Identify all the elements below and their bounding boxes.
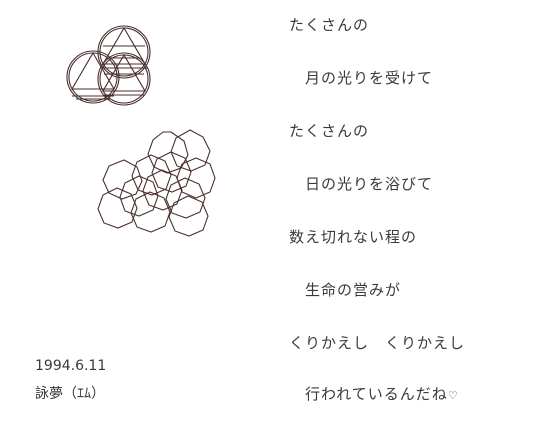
poem-line-8: 行われているんだね♡ — [305, 383, 459, 404]
signature-date: 1994.6.11 — [35, 358, 107, 374]
circle-triangle-cluster — [66, 25, 151, 106]
signature-name: 詠夢（ｴﾑ） — [35, 386, 105, 402]
poem-line-5: 数え切れない程の — [289, 228, 418, 246]
poem-line-8-text: 行われているんだね — [305, 385, 448, 403]
poem-line-7: くりかえし くりかえし — [289, 334, 466, 352]
poem-line-3: たくさんの — [289, 122, 370, 140]
heart-icon: ♡ — [447, 389, 459, 402]
poem-line-1: たくさんの — [289, 16, 370, 34]
poem-line-4: 日の光りを浴びて — [305, 175, 434, 193]
heptagon-cluster — [97, 129, 216, 237]
poem-line-2: 月の光りを受けて — [305, 69, 434, 87]
poem-line-6: 生命の営みが — [305, 281, 402, 299]
